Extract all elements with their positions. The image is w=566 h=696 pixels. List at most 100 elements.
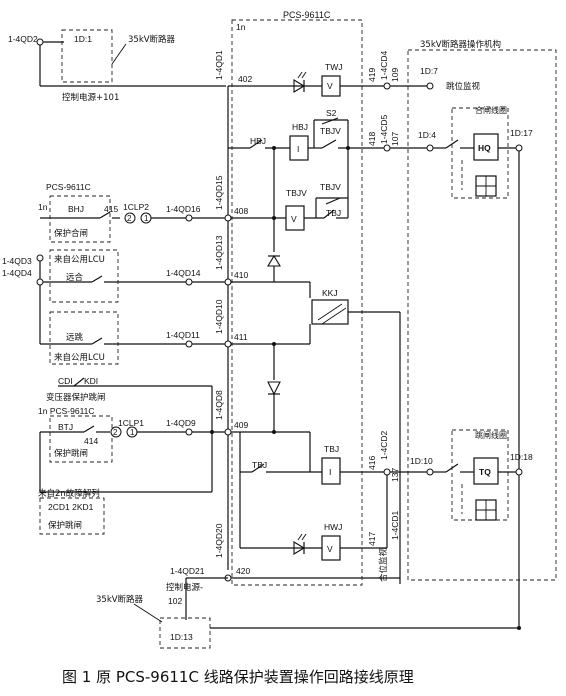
terminal-1d10: 1D:10 — [410, 456, 433, 466]
clp1-pin1: 1 — [130, 428, 135, 437]
tq-trip-coil — [473, 457, 499, 485]
node-420: 420 — [236, 566, 250, 576]
twj-coil-v: V — [327, 81, 333, 91]
trip-coil-label: 跳闸线圈 — [475, 430, 507, 440]
terminal-1d7: 1D:7 — [420, 66, 438, 76]
lcu-trip-source: 来自公用LCU — [54, 352, 105, 363]
terminal-1d18: 1D:18 — [510, 452, 533, 462]
pcs9611c-unit-box — [231, 19, 363, 586]
qd11-label: 1-4QD11 — [166, 330, 200, 340]
qd8-label: 1-4QD8 — [214, 390, 224, 420]
terminal-block-1d1: 1D:1 — [74, 34, 92, 44]
protect-close-box — [49, 195, 111, 243]
node-402: 402 — [238, 74, 252, 84]
node-408: 408 — [234, 206, 248, 216]
cd2-label: 1-4CD2 — [379, 430, 389, 460]
node-409: 409 — [234, 420, 248, 430]
transformer-protect-trip: 变压器保护跳闸 — [46, 392, 106, 403]
unit-title: PCS-9611C — [283, 10, 331, 20]
terminal-qd2: 1-4QD2 — [8, 34, 38, 44]
qd3-label: 1-4QD3 — [2, 256, 32, 266]
qd16-label: 1-4QD16 — [166, 204, 201, 214]
lcu-trip-box — [49, 311, 119, 365]
qd13-label: 1-4QD13 — [214, 235, 224, 270]
tq-label: TQ — [479, 467, 491, 477]
control-supply-plus: 控制电源+101 — [62, 92, 119, 103]
protect-trip-label: 保护跳闸 — [54, 448, 88, 459]
cd1-tag: CDI — [58, 376, 73, 386]
tbj-coil — [321, 457, 341, 485]
qd9-label: 1-4QD9 — [166, 418, 196, 428]
protect-trip-box — [49, 415, 113, 463]
remote-trip: 远跳 — [66, 332, 84, 343]
node-418: 418 — [367, 132, 377, 146]
qd4-label: 1-4QD4 — [2, 268, 32, 278]
terminal-1d17: 1D:17 — [510, 128, 533, 138]
lcu-close-box — [49, 249, 119, 303]
tbjv-coil-v: V — [291, 214, 297, 224]
clp1-pin2: 2 — [113, 428, 118, 437]
fault-source: 来自2n故障解列 — [38, 488, 100, 499]
trip-position-monitor: 跳位监视 — [446, 81, 481, 92]
close-coil-frame — [451, 107, 509, 199]
close-unit-title: PCS-9611C — [46, 182, 91, 192]
figure-caption: 图 1 原 PCS-9611C 线路保护装置操作回路接线原理 — [62, 668, 414, 686]
hq-close-coil — [473, 133, 499, 161]
cd4-label: 1-4CD4 — [379, 50, 389, 80]
node-417: 417 — [367, 532, 377, 546]
relay-kkj: KKJ — [322, 288, 338, 298]
unit-number: 1n — [236, 22, 246, 32]
clp2-label: 1CLP2 — [123, 202, 149, 212]
breaker-label-top: 35kV断路器 — [128, 34, 176, 45]
wire-102: 102 — [168, 596, 182, 606]
node-415: 415 — [104, 204, 118, 214]
breaker-mechanism-box — [407, 49, 557, 581]
node-137: 137 — [390, 468, 400, 482]
relay-tbjv-mid: TBJV — [286, 188, 307, 198]
tbj-coil-i: I — [329, 467, 331, 477]
control-supply-minus: 控制电源- — [166, 582, 203, 593]
fault-tags: 2CD1 2KD1 — [48, 502, 94, 512]
terminal-block-1d13: 1D:13 — [170, 632, 193, 642]
relay-tbj-coil: TBJ — [324, 444, 339, 454]
qd10-label: 1-4QD10 — [214, 299, 224, 334]
qd14-label: 1-4QD14 — [166, 268, 201, 278]
bhj-label: BHJ — [68, 204, 84, 214]
kd1-tag: KDI — [84, 376, 98, 386]
relay-hbj: HBJ — [292, 122, 308, 132]
lcu-close-source: 来自公用LCU — [54, 254, 105, 265]
relay-tbj-contact: TBJ — [326, 208, 341, 218]
close-coil-label: 合闸线圈 — [475, 105, 507, 115]
qd2-terminal — [36, 38, 44, 46]
clp2-pin2: 2 — [127, 214, 132, 223]
cd5-label: 1-4CD5 — [379, 114, 389, 144]
qd20-label: 1-4QD20 — [214, 523, 224, 558]
close-position-monitor: 合位监视 — [378, 547, 389, 582]
fault-protect-trip: 保护跳闸 — [48, 520, 82, 531]
cd1-label: 1-4CD1 — [390, 510, 400, 540]
btj-label: BTJ — [58, 422, 73, 432]
terminal-1d1-box — [61, 29, 113, 83]
node-414: 414 — [84, 436, 98, 446]
terminal-1d13-box — [159, 617, 211, 649]
hwj-led — [293, 541, 306, 555]
clp1-label: 1CLP1 — [118, 418, 144, 428]
trip-unit-title: 1n PCS-9611C — [38, 406, 95, 416]
relay-tbjv-contact: TBJV — [320, 182, 341, 192]
breaker-label-bottom: 35kV断路器 — [96, 594, 144, 605]
node-419: 419 — [367, 68, 377, 82]
node-416: 416 — [367, 456, 377, 470]
node-109: 109 — [390, 68, 400, 82]
hbj-coil-i: I — [297, 144, 299, 154]
twj-led — [293, 79, 306, 93]
hq-label: HQ — [478, 143, 491, 153]
node-411: 411 — [234, 332, 248, 342]
relay-hwj: HWJ — [324, 522, 342, 532]
hwj-coil-v: V — [327, 544, 333, 554]
trip-coil-frame — [451, 429, 509, 521]
diode-upper — [267, 254, 281, 267]
relay-s2: S2 — [326, 108, 337, 118]
clp2-pin1: 1 — [144, 214, 149, 223]
qd21-label: 1-4QD21 — [170, 566, 205, 576]
